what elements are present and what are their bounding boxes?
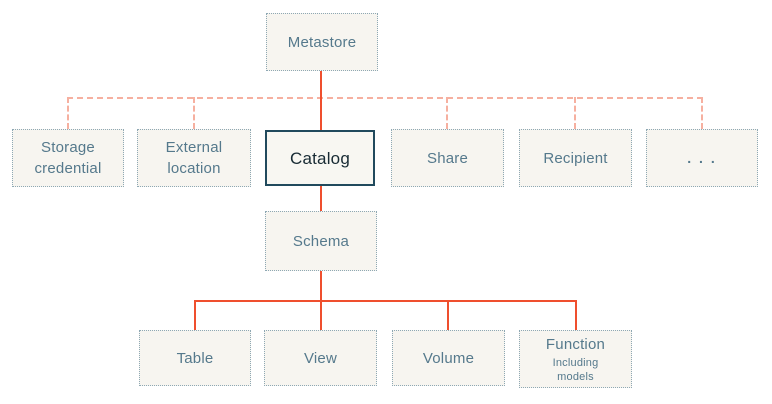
- node-catalog: Catalog: [265, 130, 375, 186]
- connector-dashed-horizontal: [67, 97, 703, 99]
- connector-dashed-drop-recipient: [574, 97, 576, 129]
- node-storage-credential-label: Storage credential: [34, 139, 102, 177]
- node-ellipsis-label: . . .: [687, 149, 717, 166]
- node-view-label: View: [303, 349, 338, 367]
- node-view: View: [264, 330, 377, 386]
- connector-dashed-drop-ellipsis: [701, 97, 703, 129]
- connector-metastore-catalog: [320, 71, 322, 130]
- connector-drop-volume: [447, 301, 449, 330]
- node-schema: Schema: [265, 211, 377, 271]
- node-function-sublabel: Including models: [552, 357, 599, 383]
- node-function: Function Including models: [519, 330, 632, 388]
- node-function-label: Function: [545, 336, 606, 353]
- connector-drop-view: [320, 301, 322, 330]
- connector-schema-children: [320, 271, 322, 301]
- node-external-location-label: External location: [165, 139, 223, 177]
- node-external-location: External location: [137, 129, 251, 187]
- node-ellipsis: . . .: [646, 129, 758, 187]
- node-storage-credential: Storage credential: [12, 129, 124, 187]
- node-table-label: Table: [176, 349, 214, 367]
- node-volume: Volume: [392, 330, 505, 386]
- node-metastore-label: Metastore: [287, 33, 357, 51]
- node-table: Table: [139, 330, 251, 386]
- node-catalog-label: Catalog: [290, 148, 350, 168]
- connector-catalog-schema: [320, 186, 322, 211]
- node-share: Share: [391, 129, 504, 187]
- connector-dashed-drop-external-location: [193, 97, 195, 129]
- node-metastore: Metastore: [266, 13, 378, 71]
- node-schema-label: Schema: [292, 232, 350, 250]
- node-recipient: Recipient: [519, 129, 632, 187]
- connector-dashed-drop-storage-credential: [67, 97, 69, 129]
- connector-children-horizontal: [194, 300, 577, 302]
- connector-drop-table: [194, 301, 196, 330]
- node-share-label: Share: [426, 149, 469, 167]
- node-volume-label: Volume: [422, 349, 475, 367]
- connector-drop-function: [575, 301, 577, 330]
- node-recipient-label: Recipient: [543, 149, 608, 167]
- connector-dashed-drop-share: [446, 97, 448, 129]
